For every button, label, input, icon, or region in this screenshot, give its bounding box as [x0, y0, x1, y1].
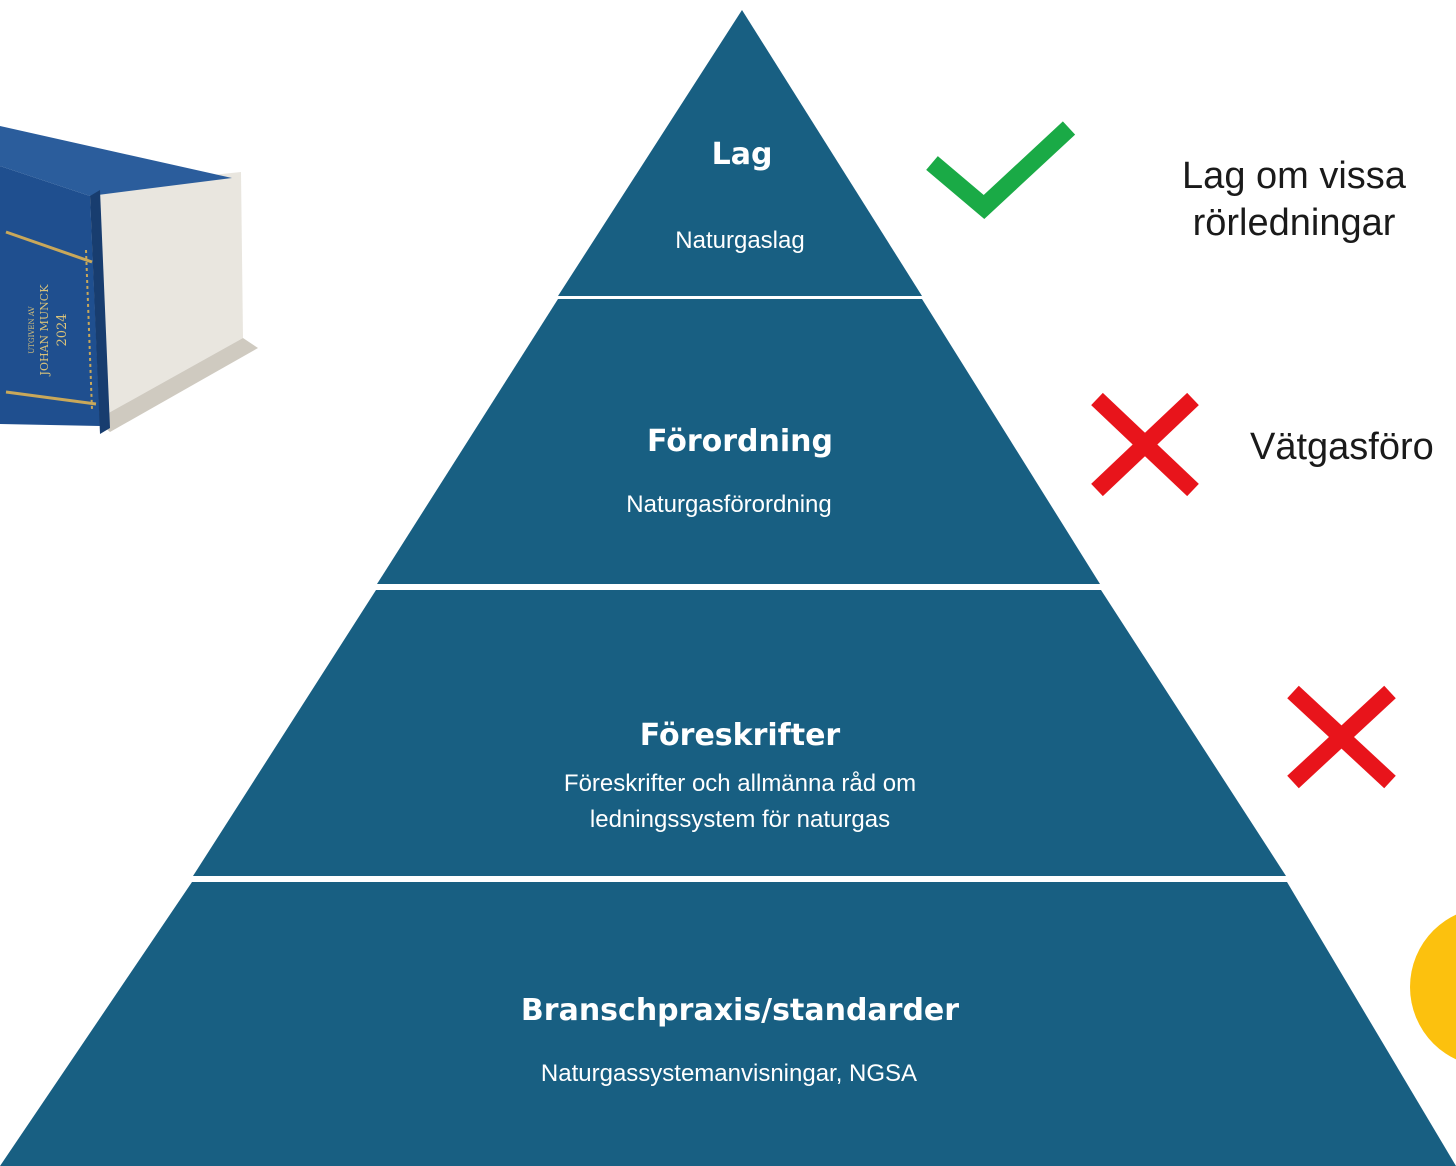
tier-title-foreskrifter: Föreskrifter: [640, 718, 841, 753]
tier-subtitle-foreskrifter-line-2: ledningssystem för naturgas: [590, 806, 890, 833]
law-book-image: UTGIVEN AV JOHAN MUNCK 2024: [0, 126, 258, 434]
pyramid: Lag Naturgaslag Förordning Naturgasföror…: [0, 10, 1456, 1166]
tier-subtitle-lag: Naturgaslag: [675, 227, 804, 254]
pyramid-tier-branschpraxis: [0, 882, 1456, 1166]
book-spine-line-3: 2024: [55, 313, 70, 346]
book-pages: [86, 172, 243, 420]
note-lag-line-1: Lag om vissa: [1182, 155, 1407, 197]
cross-icon: [1287, 685, 1396, 789]
note-lag-line-2: rörledningar: [1193, 202, 1396, 244]
book-page-edge: [96, 338, 258, 432]
book-cover-side: [90, 190, 110, 434]
tier-subtitle-forordning: Naturgasförordning: [626, 491, 831, 518]
cross-icon: [1091, 392, 1199, 497]
book-spine-band-top: [5, 230, 93, 264]
book-spine-edge-stripe: [85, 249, 93, 411]
book-cover-top: [0, 126, 232, 196]
yellow-circle-icon: [1410, 914, 1456, 1060]
book-spine: [0, 166, 100, 426]
tier-subtitle-branschpraxis: Naturgassystemanvisningar, NGSA: [541, 1060, 917, 1087]
tier-title-forordning: Förordning: [647, 424, 833, 459]
book-spine-line-2: JOHAN MUNCK: [38, 284, 51, 377]
status-notes: Lag om vissa rörledningar Vätgasföro: [1182, 155, 1434, 468]
book-spine-line-1: UTGIVEN AV: [28, 305, 36, 353]
tier-title-lag: Lag: [712, 137, 773, 172]
pyramid-tier-foreskrifter: [193, 590, 1286, 876]
tier-title-branschpraxis: Branschpraxis/standarder: [521, 993, 959, 1028]
check-icon: [926, 121, 1076, 220]
tier-subtitle-foreskrifter-line-1: Föreskrifter och allmänna råd om: [564, 770, 916, 797]
book-spine-band-bottom: [5, 390, 97, 406]
status-markers: [926, 121, 1456, 1060]
pyramid-tier-forordning: [377, 299, 1100, 584]
pyramid-tier-lag: [558, 10, 922, 296]
note-forordning: Vätgasföro: [1250, 426, 1434, 468]
